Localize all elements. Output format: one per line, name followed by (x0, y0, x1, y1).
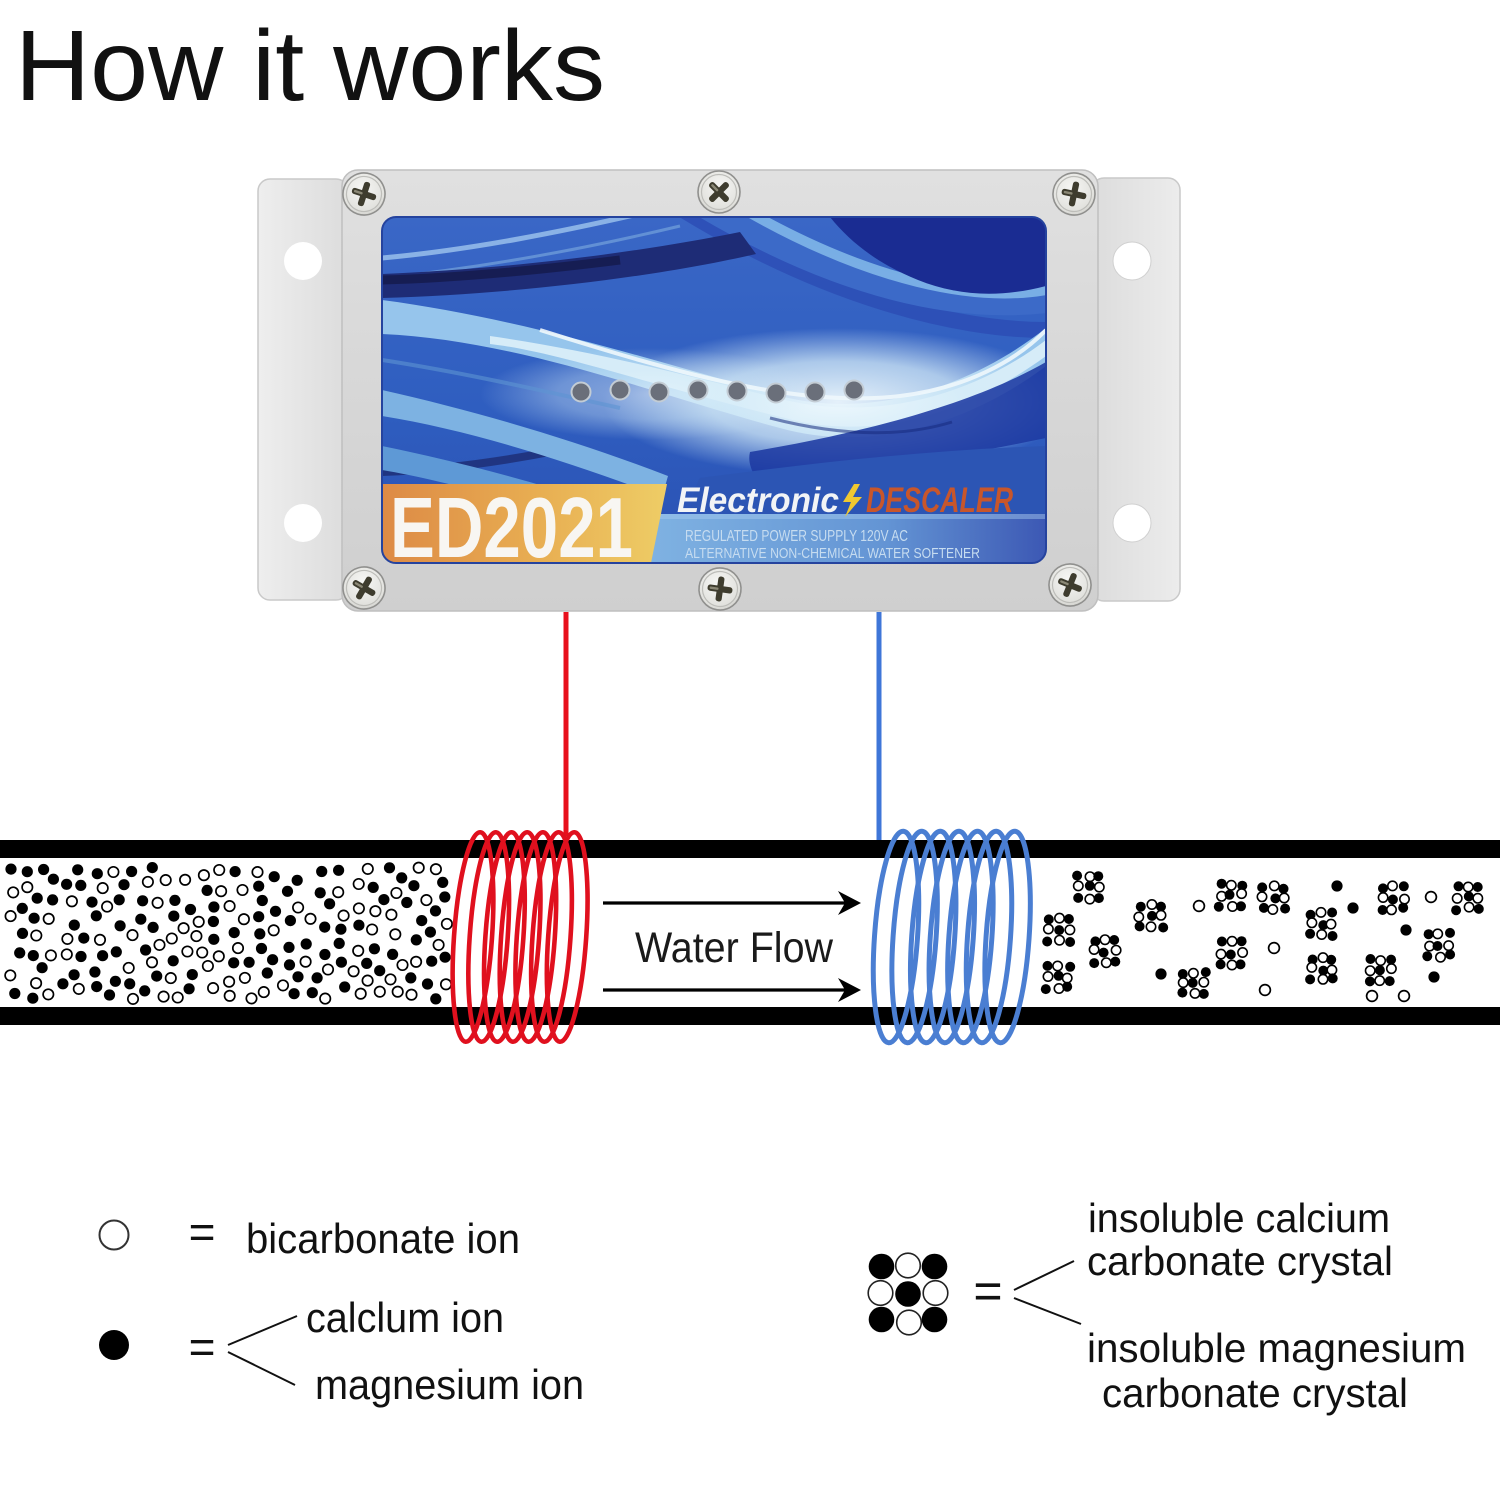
svg-text:ED2021: ED2021 (390, 481, 633, 576)
svg-text:insoluble magnesium: insoluble magnesium (1087, 1325, 1466, 1371)
svg-text:carbonate crystal: carbonate crystal (1087, 1238, 1393, 1284)
svg-text:insoluble calcium: insoluble calcium (1088, 1195, 1390, 1241)
svg-text:=: = (189, 1321, 216, 1373)
svg-text:REGULATED POWER SUPPLY 120V AC: REGULATED POWER SUPPLY 120V AC (685, 528, 908, 545)
svg-text:Electronic: Electronic (677, 481, 839, 520)
svg-text:DESCALER: DESCALER (866, 481, 1014, 520)
svg-text:=: = (189, 1206, 216, 1258)
svg-text:magnesium ion: magnesium ion (315, 1361, 584, 1408)
svg-text:How it works: How it works (15, 10, 605, 122)
svg-text:ALTERNATIVE NON-CHEMICAL WATER: ALTERNATIVE NON-CHEMICAL WATER SOFTENER (685, 545, 980, 562)
svg-text:carbonate crystal: carbonate crystal (1102, 1370, 1408, 1416)
svg-text:calclum ion: calclum ion (306, 1294, 504, 1341)
svg-text:Water Flow: Water Flow (635, 924, 834, 972)
svg-text:=: = (973, 1263, 1002, 1319)
svg-text:bicarbonate ion: bicarbonate ion (246, 1215, 520, 1262)
